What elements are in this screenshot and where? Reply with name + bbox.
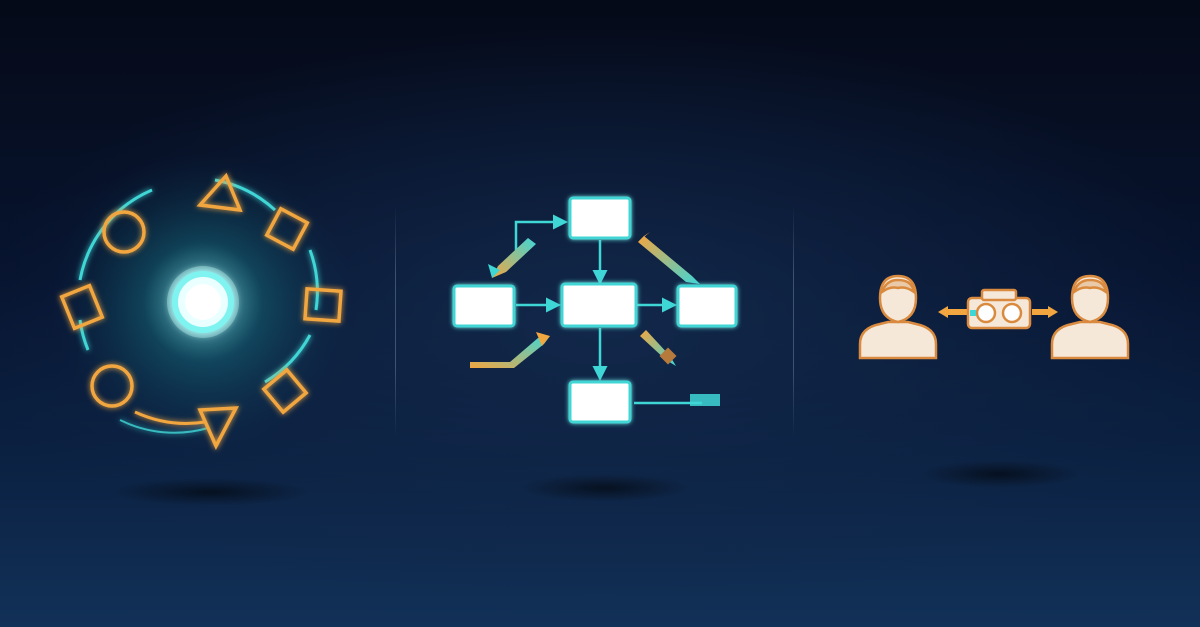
circle-icon [90,364,134,408]
orbit-shadow [110,478,310,506]
exchange-shadow [920,460,1080,488]
triangle-icon [196,172,243,213]
flow-box-bottom [568,380,632,424]
exchange-panel [850,266,1150,366]
flow-box-top [568,196,632,240]
arrow-diagonal-upper-right [638,232,700,284]
connector-end-bar [690,394,720,406]
flow-box-center [560,282,638,328]
arrow-lower-right [640,330,677,366]
flowchart-panel [440,180,760,440]
flow-box-left [452,284,516,328]
divider-right [793,205,794,437]
binoculars-accent [970,310,976,316]
flowchart-shadow [520,474,690,502]
exchange-diagram [858,274,1130,360]
flow-box-right [676,284,738,328]
connector-loop-top [514,214,568,250]
binoculars-icon [966,288,1032,330]
arrow-diagonal-upper-left [488,238,536,278]
square-icon [264,206,310,252]
orbit-panel [40,150,370,470]
square-icon [59,283,105,331]
person-icon [1050,274,1130,360]
exchange-arrows [938,306,1058,318]
orbit-diagram [53,152,353,452]
person-icon [858,274,938,360]
square-icon [303,286,343,324]
core-orb [167,266,239,338]
flowchart-diagram [452,196,738,424]
square-icon [261,367,309,415]
arrow-lower-left [470,332,550,368]
triangle-icon [197,406,239,451]
circle-icon [102,210,146,254]
divider-left [395,205,396,437]
